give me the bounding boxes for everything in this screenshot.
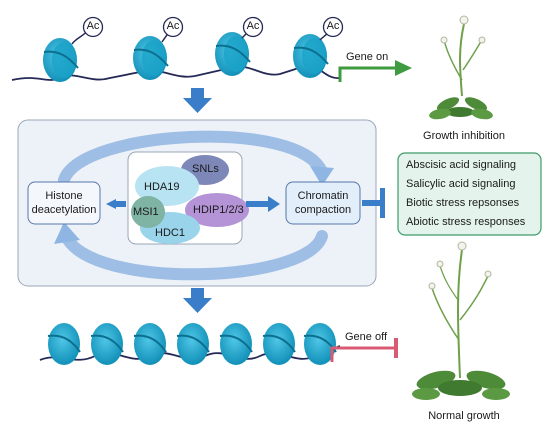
response-item-4: Abiotic stress responses xyxy=(406,216,526,228)
bottom-nucleosome-5 xyxy=(219,323,253,365)
cycle-arrow-bottom xyxy=(60,230,328,281)
bottom-nucleosome-6 xyxy=(262,323,296,365)
gene-off-marker xyxy=(330,346,396,362)
acetyl-label-1: Ac xyxy=(86,20,100,32)
response-item-2: Salicylic acid signaling xyxy=(406,178,516,190)
plant-growth-inhibition xyxy=(429,15,493,120)
complex-hda19-label: HDA19 xyxy=(144,181,180,193)
bottom-nucleosome-4 xyxy=(176,323,210,365)
complex-hdc1-label: HDC1 xyxy=(155,227,185,239)
response-item-3: Biotic stress repsonses xyxy=(406,197,520,209)
cycle-arrow-top xyxy=(58,130,328,186)
chromatin-compaction-label: Chromatin compaction xyxy=(286,189,360,217)
plant-top-caption: Growth inhibition xyxy=(423,130,505,142)
histone-deacetylation-box xyxy=(27,181,101,225)
arrow-to-right-box xyxy=(268,196,280,212)
chromatin-compaction-line1: Chromatin xyxy=(297,190,349,202)
arrow-to-left-box xyxy=(106,199,116,209)
response-item-1: Abscisic acid signaling xyxy=(406,159,517,171)
msi1-blob xyxy=(131,196,165,228)
complex-snls-label: SNLs xyxy=(192,163,219,175)
complex-hdip-label: HDIP1/2/3 xyxy=(193,204,244,216)
responses-box xyxy=(397,152,542,236)
bottom-nucleosome-1 xyxy=(47,323,81,365)
down-arrow-top xyxy=(183,88,212,113)
top-nucleosome-2 xyxy=(133,36,169,80)
gene-on-arrow xyxy=(338,66,395,82)
acetyl-mark-4 xyxy=(319,16,344,41)
inhibit-arrow xyxy=(362,200,380,206)
top-nucleosome-3 xyxy=(215,32,251,76)
chromatin-compaction-line2: compaction xyxy=(294,204,352,216)
acetyl-mark-1 xyxy=(71,16,104,45)
acetyl-mark-2 xyxy=(161,16,184,43)
chromatin-compaction-box xyxy=(285,181,361,225)
top-nucleosome-1 xyxy=(43,38,79,82)
histone-deacetylation-line2: deacetylation xyxy=(31,204,97,216)
gene-off-label: Gene off xyxy=(345,331,387,343)
acetyl-label-2: Ac xyxy=(166,20,180,32)
gene-on-label: Gene on xyxy=(346,51,389,63)
histone-deacetylation-label: Histone deacetylation xyxy=(28,189,100,217)
plant-bottom-caption: Normal growth xyxy=(428,410,500,422)
acetyl-label-3: Ac xyxy=(246,20,260,32)
bottom-nucleosome-3 xyxy=(133,323,167,365)
down-arrow-bottom xyxy=(183,288,212,313)
acetyl-label-4: Ac xyxy=(326,20,340,32)
acetyl-mark-3 xyxy=(241,16,264,39)
bottom-nucleosome-2 xyxy=(90,323,124,365)
complex-msi1-label: MSI1 xyxy=(133,206,159,218)
plant-normal-growth xyxy=(412,241,510,400)
histone-deacetylation-line1: Histone xyxy=(45,190,83,202)
hdip-blob xyxy=(185,193,249,227)
hda19-blob xyxy=(135,166,199,206)
top-nucleosome-4 xyxy=(293,34,329,78)
